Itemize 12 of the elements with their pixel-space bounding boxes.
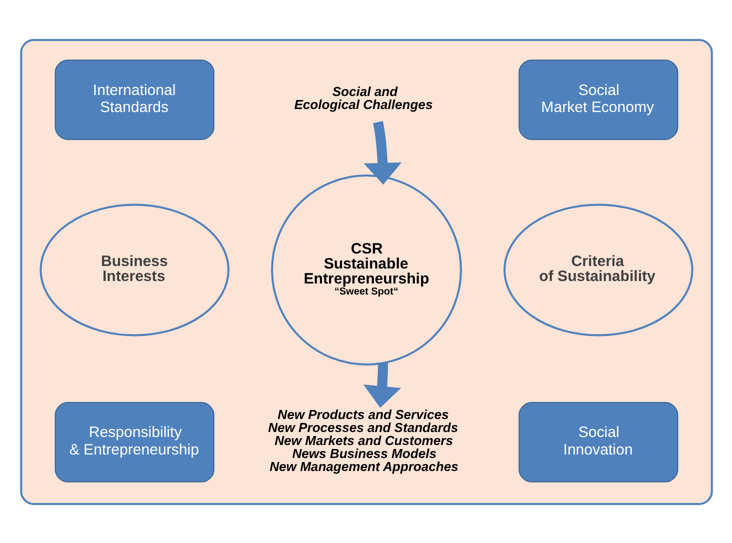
cluster xyxy=(20,38,712,504)
arrow xyxy=(363,120,402,184)
node-box: Social Market Economy xyxy=(518,59,678,140)
arrow xyxy=(362,362,401,408)
node-ellipse: Criteria of Sustainability xyxy=(503,203,693,336)
node-ellipse: Business Interests xyxy=(39,203,229,336)
node-box: Responsibility & Entrepreneurship xyxy=(54,402,214,482)
node-box: Social Innovation xyxy=(518,402,678,482)
node-circle: CSR Sustainable Entrepreneurship “Sweet Spot“ xyxy=(270,174,462,365)
node-text: Social and Ecological Challenges xyxy=(294,84,432,112)
node-box: International Standards xyxy=(54,59,214,140)
node-text: New Products and Services New Processes and Standards New Markets and Customers News Business Models New Management Approaches xyxy=(268,406,458,474)
